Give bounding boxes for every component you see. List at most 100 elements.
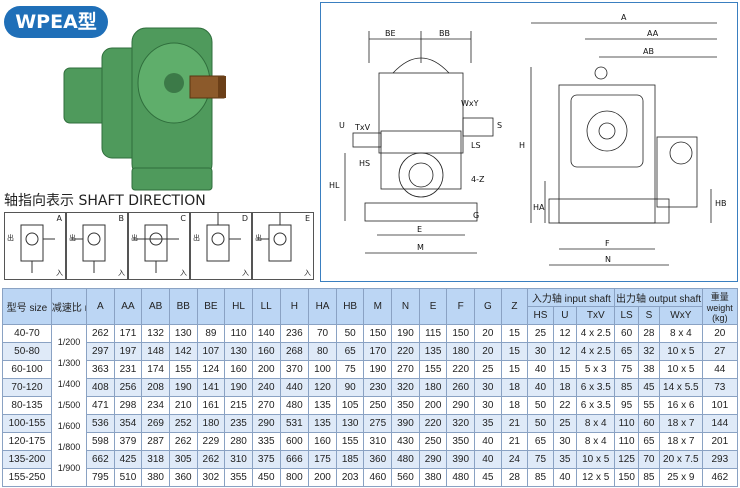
table-cell: 30 [474,378,502,397]
table-cell: 12 [552,324,578,343]
table-cell: 200 [251,360,281,379]
table-cell: 60 [637,414,661,433]
table-cell: 50 [527,414,554,433]
dim-g: G [473,211,480,220]
shaft-in-label: 入 [118,269,125,277]
size-cell: 70-120 [2,378,52,397]
table-cell: 280 [224,432,253,451]
table-cell: 135 [418,342,448,361]
header-sub-col: WxY [659,306,703,325]
table-cell: 115 [418,324,448,343]
table-cell: 175 [308,450,337,469]
table-cell: 180 [418,378,448,397]
table-cell: 262 [168,432,198,451]
table-cell: 21 [500,432,529,451]
table-cell: 268 [279,342,310,361]
shaft-diagram-icon [206,213,241,262]
model-badge: WPEA型 [4,6,108,38]
table-cell: 27 [701,342,739,361]
size-cell: 135-200 [2,450,52,469]
table-cell: 18 x 7 [659,414,703,433]
table-cell: 15 [500,360,529,379]
table-cell: 210 [168,396,198,415]
table-cell: 462 [701,468,739,487]
table-cell: 190 [363,360,393,379]
header-col: E [418,288,448,325]
table-cell: 155 [168,360,198,379]
table-cell: 220 [418,414,448,433]
table-cell: 130 [168,324,198,343]
table-cell: 262 [196,450,226,469]
shaft-out-label: 出 [255,234,262,242]
table-cell: 10 x 5 [576,450,616,469]
table-cell: 70 [637,450,661,469]
table-cell: 25 [552,414,578,433]
shaft-in-label: 入 [180,269,187,277]
ratio-value: 1/600 [57,421,81,431]
table-cell: 144 [701,414,739,433]
table-cell: 425 [113,450,143,469]
table-cell: 89 [196,324,226,343]
table-header-row: 型号 size 减速比 ratio A AA AB BB BE HL LL H … [2,288,739,325]
table-cell: 45 [474,468,502,487]
table-cell: 80 [308,342,337,361]
shaft-direction-title: 轴指向表示 SHAFT DIRECTION [4,193,206,209]
table-subheader-row: HS U TxV LS S WxY [3,306,738,325]
table-cell: 16 x 6 [659,396,703,415]
shaft-box-e: E 出 入 [252,212,314,280]
header-col: HA [308,288,337,325]
dim-wxy: WxY [461,99,479,108]
table-cell: 229 [196,432,226,451]
table-cell: 25 [527,324,554,343]
table-cell: 230 [363,378,393,397]
table-cell: 380 [141,468,170,487]
dim-h: H [519,141,526,150]
table-cell: 363 [86,360,115,379]
table-cell: 30 [552,432,578,451]
dim-hb: HB [715,199,727,208]
table-cell: 380 [418,468,448,487]
header-col: HL [224,288,253,325]
table-cell: 240 [251,378,281,397]
table-cell: 560 [391,468,420,487]
header-sub-col: S [637,306,661,325]
header-sub-col: TxV [576,306,616,325]
table-cell: 65 [614,342,639,361]
table-cell: 795 [86,468,115,487]
table-cell: 85 [527,468,554,487]
table-cell: 293 [701,450,739,469]
shaft-diagram-icon [133,224,179,273]
table-cell: 171 [113,324,143,343]
table-cell: 55 [637,396,661,415]
shaft-diagram-icon [71,224,106,273]
header-col: H [279,288,310,325]
shaft-in-label: 入 [242,269,249,277]
dim-ls: LS [471,141,481,150]
table-cell: 18 [552,378,578,397]
table-cell: 18 [500,396,529,415]
drawing-lines [344,22,717,266]
table-cell: 10 x 5 [659,360,703,379]
dim-txv: TxV [355,123,371,132]
table-cell: 460 [363,468,393,487]
table-cell: 305 [168,450,198,469]
header-col: BB [168,288,198,325]
header-size: 型号 size [2,288,52,325]
table-cell: 70 [308,324,337,343]
dim-m: M [417,243,424,252]
header-output-shaft: 出力轴 output shaft [614,288,703,307]
table-cell: 21 [500,414,529,433]
table-cell: 320 [446,414,476,433]
table-cell: 110 [224,324,253,343]
table-cell: 287 [141,432,170,451]
table-cell: 125 [614,450,639,469]
dim-n: N [605,255,611,264]
header-col: G [474,288,502,325]
size-cell: 155-250 [2,468,52,487]
table-cell: 203 [335,468,365,487]
table-cell: 90 [335,378,365,397]
